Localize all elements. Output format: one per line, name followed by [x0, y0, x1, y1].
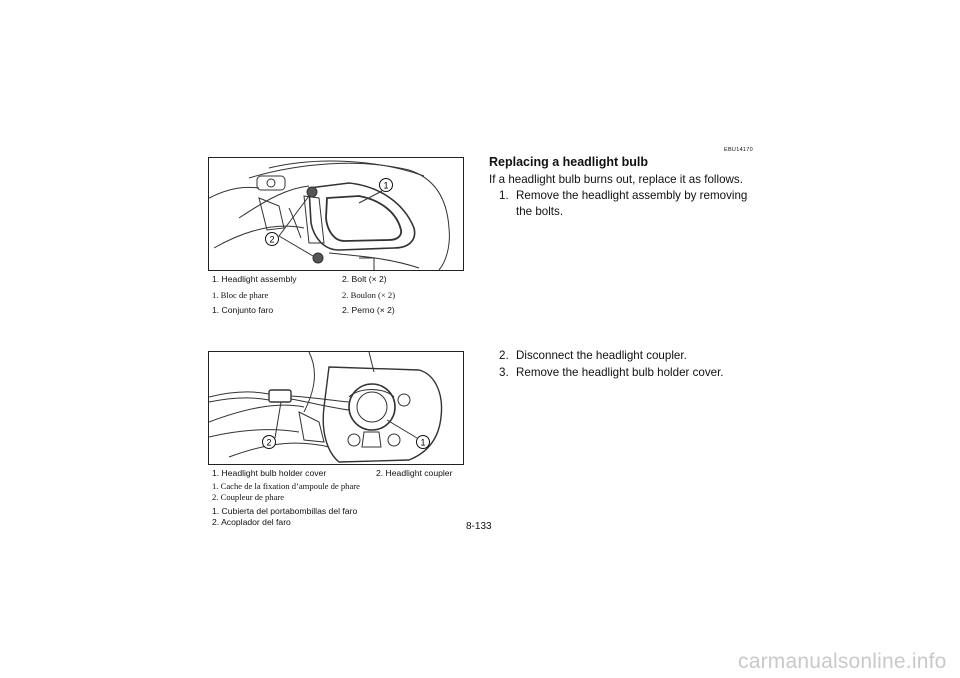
fig1-caption-es-1: 1. Conjunto faro: [212, 305, 274, 315]
callout-2: 2: [266, 438, 271, 448]
bulb-holder-illustration: 1 2: [209, 352, 443, 463]
figure-headlight-assembly: 1 2: [208, 157, 464, 271]
section-code: EBU14170: [724, 147, 754, 153]
fig2-caption-fr-1: 1. Cache de la fixation d’ampoule de pha…: [212, 481, 360, 491]
fig2-caption-en-2: 2. Headlight coupler: [376, 468, 453, 478]
fig2-caption-es-2: 2. Acoplador del faro: [212, 517, 291, 527]
section-intro: If a headlight bulb burns out, replace i…: [489, 173, 743, 186]
step-1: 1. Remove the headlight assembly by remo…: [499, 188, 759, 220]
step-2-text: Disconnect the headlight coupler.: [516, 349, 687, 362]
callout-1: 1: [383, 181, 388, 191]
callout-1: 1: [420, 438, 425, 448]
headlight-assembly-illustration: 1 2: [209, 160, 450, 270]
fig1-caption-fr-2: 2. Boulon (× 2): [342, 290, 396, 300]
step-1-number: 1.: [499, 189, 509, 202]
fig1-caption-fr-1: 1. Bloc de phare: [212, 290, 269, 300]
section-heading: Replacing a headlight bulb: [489, 155, 649, 169]
fig2-caption-en-1: 1. Headlight bulb holder cover: [212, 468, 327, 478]
fig1-caption-en-1: 1. Headlight assembly: [212, 274, 297, 284]
fig1-caption-en-2: 2. Bolt (× 2): [342, 274, 387, 284]
figure-bulb-holder-cover: 1 2: [208, 351, 464, 465]
step-3-number: 3.: [499, 366, 509, 379]
page-number: 8-133: [466, 521, 492, 532]
step-3-text: Remove the headlight bulb holder cover.: [516, 366, 724, 379]
fig2-caption-es-1: 1. Cubierta del portabombillas del faro: [212, 506, 358, 516]
step-3: 3. Remove the headlight bulb holder cove…: [499, 365, 759, 381]
fig1-caption-es-2: 2. Perno (× 2): [342, 305, 395, 315]
callout-2: 2: [269, 235, 274, 245]
watermark: carmanualsonline.info: [738, 650, 947, 673]
fig2-caption-fr-2: 2. Coupleur de phare: [212, 492, 285, 502]
step-1-text: Remove the headlight assembly by removin…: [516, 189, 748, 218]
step-2: 2. Disconnect the headlight coupler.: [499, 348, 759, 364]
step-2-number: 2.: [499, 349, 509, 362]
